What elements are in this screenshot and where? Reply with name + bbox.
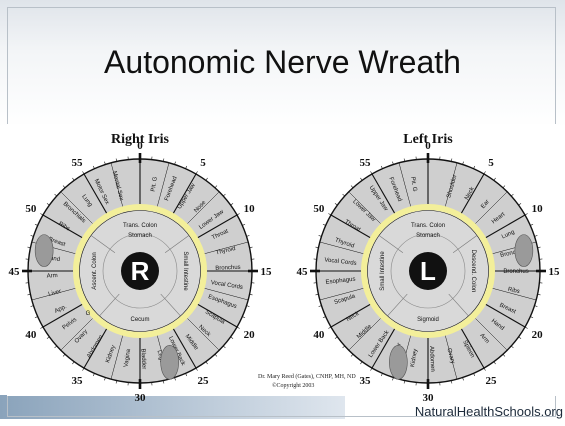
clock-tick-label: 0 — [425, 140, 431, 152]
minute-tick — [63, 354, 65, 356]
minute-tick — [519, 203, 521, 205]
minute-tick — [215, 354, 217, 356]
minute-tick — [223, 194, 225, 196]
website-footer: NaturalHealthSchools.org — [415, 404, 563, 419]
credit-line-2: ©Copyright 2003 — [272, 382, 314, 389]
inner-zone-label: Descend. Colon — [470, 250, 476, 293]
right-iris: Right Iris R0510152025303540455055Trans.… — [9, 132, 273, 404]
minute-tick — [503, 186, 505, 188]
clock-tick-label: 5 — [200, 157, 206, 169]
minute-tick — [328, 327, 331, 329]
inner-zone-label: Sigmoid — [417, 317, 439, 323]
inner-zone-label: Cecum — [130, 317, 149, 323]
clock-tick-label: 50 — [313, 203, 325, 215]
outer-zone-label: Bronchus — [215, 265, 241, 272]
minute-tick — [328, 214, 331, 216]
minute-tick — [525, 327, 528, 329]
clock-tick-label: 20 — [532, 329, 544, 341]
minute-tick — [237, 327, 240, 329]
minute-tick — [215, 186, 217, 188]
minute-tick — [223, 346, 225, 348]
clock-tick-label: 45 — [297, 266, 309, 278]
credit-line-1: Dr. Mary Reed (Gates), CNHP, MH, ND — [258, 373, 356, 380]
minute-tick — [371, 171, 373, 174]
minute-tick — [206, 362, 208, 364]
minute-tick — [360, 178, 362, 180]
kidney-zone-shade — [389, 345, 407, 379]
inner-zone-label: Trans. Colon — [411, 223, 445, 229]
minute-tick — [83, 368, 85, 371]
minute-tick — [351, 354, 353, 356]
minute-tick — [343, 346, 345, 348]
minute-tick — [55, 346, 57, 348]
minute-tick — [525, 214, 528, 216]
minute-tick — [351, 186, 353, 188]
minute-tick — [196, 171, 198, 174]
clock-tick-label: 25 — [486, 375, 498, 387]
iris-letter: L — [420, 256, 436, 286]
clock-tick-label: 10 — [532, 203, 544, 215]
clock-tick-label: 30 — [135, 392, 147, 404]
minute-tick — [72, 178, 74, 180]
clock-tick-label: 0 — [137, 140, 143, 152]
minute-tick — [55, 194, 57, 196]
outer-zone-label: Bronchus — [503, 269, 528, 275]
clock-tick-label: 15 — [549, 266, 561, 278]
clock-tick-label: 40 — [313, 329, 325, 341]
clock-tick-label: 55 — [72, 157, 84, 169]
inner-zone-label: Small Intestine — [182, 251, 188, 291]
minute-tick — [47, 337, 49, 339]
clock-tick-label: 30 — [423, 392, 435, 404]
inner-zone-label: G — [86, 311, 91, 317]
minute-tick — [503, 354, 505, 356]
minute-tick — [47, 203, 49, 205]
inner-zone-label: Stomach — [416, 233, 440, 239]
minute-tick — [484, 368, 486, 371]
minute-tick — [231, 337, 233, 339]
kidney-zone-shade — [161, 345, 179, 379]
minute-tick — [360, 362, 362, 364]
inner-zone-label: Trans. Colon — [123, 223, 157, 229]
clock-tick-label: 55 — [360, 157, 372, 169]
clock-tick-label: 15 — [261, 266, 273, 278]
minute-tick — [494, 362, 496, 364]
left-iris: Left Iris L0510152025303540455055Trans. … — [297, 132, 561, 404]
minute-tick — [196, 368, 198, 371]
minute-tick — [343, 194, 345, 196]
clock-tick-label: 10 — [244, 203, 256, 215]
minute-tick — [40, 327, 43, 329]
clock-tick-label: 35 — [72, 375, 84, 387]
minute-tick — [511, 346, 513, 348]
clock-tick-label: 35 — [360, 375, 372, 387]
inner-zone-label: Ascent. Colon — [92, 252, 98, 289]
minute-tick — [40, 214, 43, 216]
minute-tick — [494, 178, 496, 180]
minute-tick — [371, 368, 373, 371]
lung-zone-shade — [515, 235, 533, 267]
iris-letter: R — [131, 256, 150, 286]
minute-tick — [83, 171, 85, 174]
minute-tick — [484, 171, 486, 174]
clock-tick-label: 45 — [9, 266, 21, 278]
clock-tick-label: 5 — [488, 157, 494, 169]
minute-tick — [237, 214, 240, 216]
minute-tick — [206, 178, 208, 180]
outer-zone-label: Bladder — [140, 348, 147, 369]
clock-tick-label: 20 — [244, 329, 256, 341]
minute-tick — [519, 337, 521, 339]
clock-tick-label: 25 — [198, 375, 210, 387]
clock-tick-label: 40 — [25, 329, 37, 341]
clock-tick-label: 50 — [25, 203, 37, 215]
inner-zone-label: Small Intestine — [380, 251, 386, 291]
minute-tick — [511, 194, 513, 196]
minute-tick — [72, 362, 74, 364]
lung-zone-shade — [35, 235, 53, 267]
minute-tick — [63, 186, 65, 188]
inner-zone-label: Stomach — [128, 233, 152, 239]
minute-tick — [335, 203, 337, 205]
minute-tick — [335, 337, 337, 339]
minute-tick — [231, 203, 233, 205]
outer-zone-label: Arm — [47, 273, 58, 280]
